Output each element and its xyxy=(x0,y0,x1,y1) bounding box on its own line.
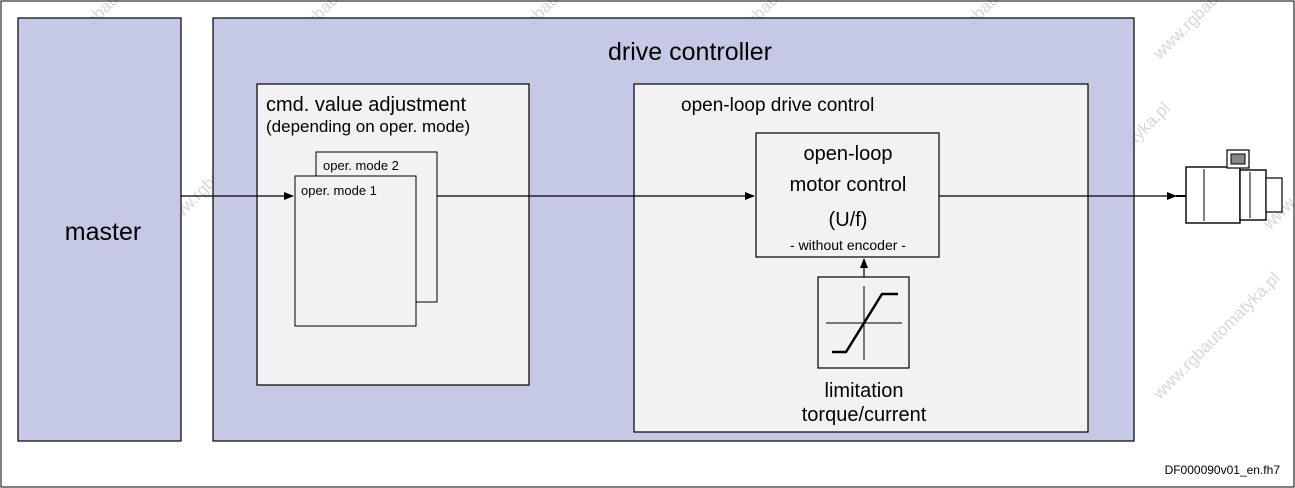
watermark-text: www.rgbautomatyka.pl xyxy=(1149,0,1284,64)
cmd-value-adjustment-subtitle: (depending on oper. mode) xyxy=(266,117,470,136)
motor-control-line-1: open-loop xyxy=(804,143,893,165)
oper-mode-1-label: oper. mode 1 xyxy=(301,183,377,198)
oper-mode-1-card xyxy=(294,175,417,327)
saturation-curve-icon xyxy=(817,276,910,369)
watermark-text: www.rgbautomatyka.pl xyxy=(1149,268,1284,403)
cmd-value-adjustment-title: cmd. value adjustment xyxy=(266,94,467,116)
motor-control-line-2: motor control xyxy=(790,174,907,196)
motor-control-block xyxy=(755,132,940,258)
motor-control-line-3: (U/f) xyxy=(829,209,868,231)
drive-controller-label: drive controller xyxy=(608,38,772,66)
motor-control-line-4: - without encoder - xyxy=(790,237,906,253)
limitation-line-1: limitation xyxy=(825,380,904,402)
figure-id: DF000090v01_en.fh7 xyxy=(1165,463,1281,477)
oper-mode-2-label: oper. mode 2 xyxy=(323,158,399,173)
servo-motor-icon xyxy=(1176,149,1283,224)
open-loop-drive-control-label: open-loop drive control xyxy=(681,95,874,116)
master-block xyxy=(17,17,182,442)
master-label: master xyxy=(65,218,141,246)
limitation-line-2: torque/current xyxy=(802,404,927,426)
